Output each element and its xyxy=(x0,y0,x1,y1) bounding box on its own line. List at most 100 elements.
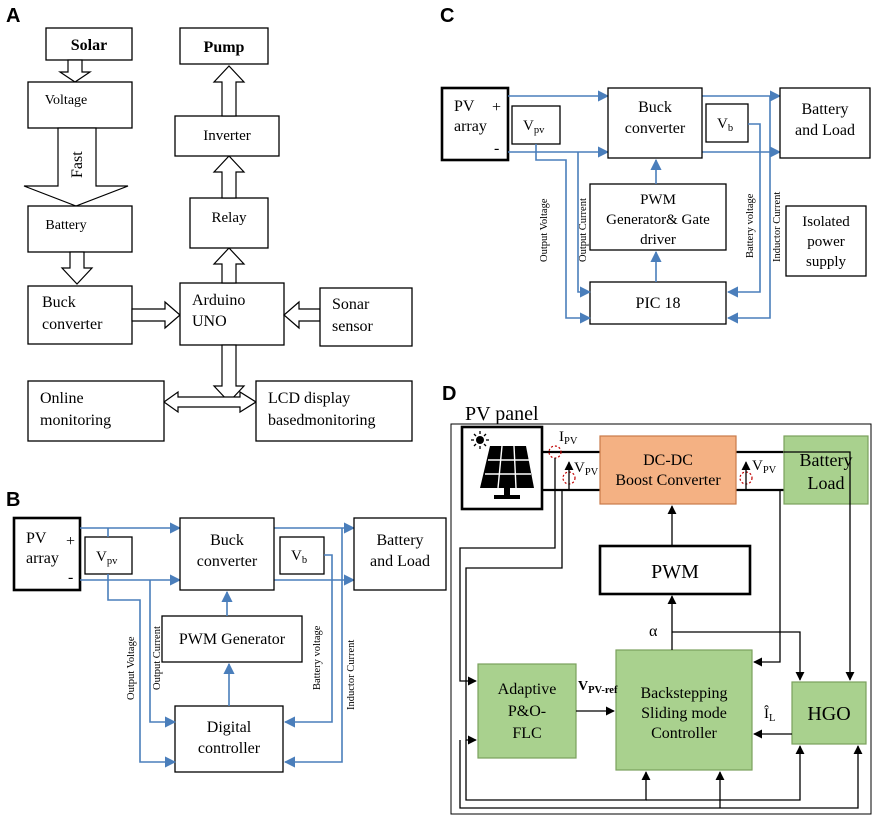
vpv-label-d-sub: PV xyxy=(585,467,599,478)
inductor-current-label-c: Inductor Current xyxy=(772,192,783,262)
output-current-wire-c xyxy=(577,152,592,298)
lcd-label-1: LCD display xyxy=(268,390,350,407)
back-label-1: Backstepping xyxy=(640,685,727,702)
panel-c-label: C xyxy=(440,5,454,27)
isolated-label-c-3: supply xyxy=(806,254,847,270)
output-current-label-c: Output Current xyxy=(578,198,589,262)
battery-load-label-c-2: and Load xyxy=(795,122,855,139)
lcd-monitoring-box xyxy=(255,380,413,442)
isolated-power-box-c xyxy=(785,205,867,277)
battery-box xyxy=(27,205,133,253)
hgo-box xyxy=(791,681,867,745)
battery-label: Battery xyxy=(45,218,86,233)
il-label: ÎL xyxy=(764,705,775,724)
vb-label-c-sub: b xyxy=(728,123,733,134)
vpv2-label-d: VPV xyxy=(752,458,777,476)
panel-b-label: B xyxy=(6,489,20,511)
pwm-label-c-2: Generator& Gate xyxy=(606,212,710,228)
buck-to-arduino-arrow xyxy=(131,300,181,330)
sonar-label-1: Sonar xyxy=(332,296,370,313)
online-label-1: Online xyxy=(40,390,84,407)
pv-panel-title: PV panel xyxy=(465,403,539,425)
relay-label: Relay xyxy=(212,210,247,226)
battery-load-label-b-2: and Load xyxy=(370,553,430,570)
output-current-label-b: Output Current xyxy=(152,626,163,690)
battery-load-label-c-1: Battery xyxy=(801,101,848,118)
pv-array-label-c-2: array xyxy=(454,118,487,135)
buck-label-c-1: Buck xyxy=(638,99,672,116)
pwm-generator-label-b: PWM Generator xyxy=(179,631,286,648)
arduino-to-relay-arrow xyxy=(212,247,246,284)
back-label-3: Controller xyxy=(651,725,717,742)
battery-voltage-label-b: Battery voltage xyxy=(312,625,323,690)
pv-minus-c: - xyxy=(494,140,499,157)
adaptive-label-3: FLC xyxy=(512,725,541,742)
bottom-loop-wire-2 xyxy=(459,740,863,809)
buck-label-a-2: converter xyxy=(42,316,103,333)
vref-label-main: V xyxy=(578,679,588,694)
arduino-label-2: UNO xyxy=(192,313,227,330)
output-voltage-label-b: Output Voltage xyxy=(126,636,137,700)
dcdc-converter-box xyxy=(599,435,737,505)
fast-arrow xyxy=(23,127,129,207)
inductor-current-wire-c xyxy=(726,96,771,324)
pv-minus-b: - xyxy=(68,569,73,586)
sonar-label-2: sensor xyxy=(332,318,374,335)
buck-box-c xyxy=(607,87,703,159)
arduino-label-1: Arduino xyxy=(192,292,245,309)
bottom-loop-wire-3 xyxy=(646,745,805,801)
pv-array-label-c-1: PV xyxy=(454,98,475,115)
vpv-label-b-sub: pv xyxy=(107,556,118,567)
inverter-box xyxy=(174,115,280,157)
buck-label-c-2: converter xyxy=(625,120,686,137)
battery-load-label-b-1: Battery xyxy=(376,532,423,549)
solar-label: Solar xyxy=(71,37,107,54)
vpv2-label-d-sub: PV xyxy=(763,465,777,476)
pump-box xyxy=(179,27,269,65)
battery-load-box-d xyxy=(783,435,869,505)
battery-voltage-wire-b xyxy=(283,554,333,728)
pv-array-label-b-1: PV xyxy=(26,530,47,547)
bottom-loop-wire-1 xyxy=(465,740,651,801)
online-monitoring-box xyxy=(27,380,165,442)
battery-to-hgo-wire xyxy=(784,451,855,681)
vref-label: VPV-ref xyxy=(578,679,618,696)
inductor-current-label-b: Inductor Current xyxy=(346,640,357,710)
sonar-box xyxy=(319,287,413,347)
ipv-label-d: IPV xyxy=(559,429,578,447)
ipv-feedback-wire xyxy=(459,458,556,686)
lcd-label-2: basedmonitoring xyxy=(268,412,376,429)
sun-icon xyxy=(471,431,489,449)
panel-d-frame xyxy=(450,423,872,815)
output-voltage-wire-c xyxy=(535,144,592,324)
pv-array-box-c xyxy=(440,86,510,162)
vb-label-c: Vb xyxy=(717,116,733,134)
buck-label-b-2: converter xyxy=(197,553,258,570)
hgo-label: HGO xyxy=(807,703,850,725)
vpv-label-c-main: V xyxy=(523,118,534,134)
arduino-to-monitoring-arrow xyxy=(212,344,246,403)
pv-plus-b: + xyxy=(66,533,75,550)
inverter-to-pump-arrow xyxy=(212,65,246,117)
solar-to-voltage-arrow xyxy=(58,59,92,83)
pwm-box-d xyxy=(598,544,752,596)
il-label-sub: L xyxy=(769,713,775,724)
vpv-feedback-wire xyxy=(465,490,563,745)
vb-box-b xyxy=(279,536,325,575)
inverter-label: Inverter xyxy=(203,128,250,144)
alpha-to-hgo-wire xyxy=(672,631,805,681)
vpv-box-c xyxy=(511,105,561,145)
panel-d-label: D xyxy=(442,383,456,405)
relay-to-inverter-arrow xyxy=(212,155,246,199)
vpv2-feedback-wire xyxy=(753,489,781,667)
alpha-label: α xyxy=(649,623,658,640)
panel-a: A Solar Voltage Fast Battery Buck conver… xyxy=(6,5,413,442)
voltage-label: Voltage xyxy=(45,93,88,108)
battery-label-d-1: Battery xyxy=(800,450,853,470)
sonar-to-arduino-arrow xyxy=(283,300,321,330)
battery-to-buck-arrow xyxy=(60,251,94,285)
vpv-label-c: Vpv xyxy=(523,118,545,136)
buck-box-b xyxy=(179,517,275,591)
